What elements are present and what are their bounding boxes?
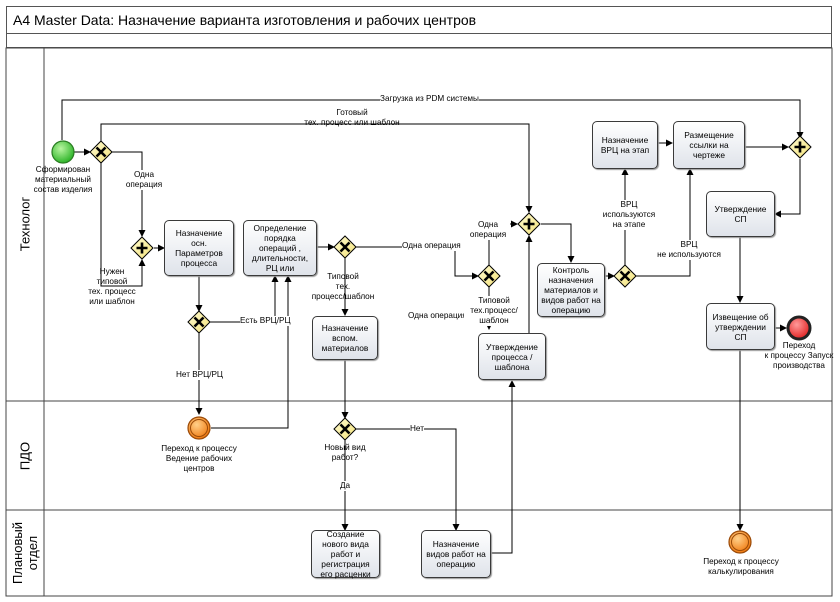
gateway-exclusive-5: [477, 264, 501, 288]
task-control-assign: Контроль назначения материалов и видов р…: [537, 263, 605, 317]
task-assign-wc-stage: Назначение ВРЦ на этап: [592, 121, 658, 169]
diagram-title: A4 Master Data: Назначение варианта изго…: [13, 12, 477, 28]
flow-gw1-one-op: [112, 151, 146, 237]
lane-label-plan: Плановый отдел: [10, 521, 40, 585]
flow-gw1-ready: [100, 123, 533, 213]
label-one-op-c: Одна операция: [466, 220, 510, 240]
label-new-work-type: Новый вид работ?: [324, 443, 366, 462]
label-wc-used: ВРЦ используются на этапе: [600, 200, 658, 230]
label-has-wc: Есть ВРЦ/РЦ: [240, 316, 291, 326]
gateway-exclusive-4: [333, 235, 357, 259]
label-costing: Переход к процессу калькулирования: [703, 557, 779, 576]
flow-pdo-back: [211, 275, 292, 429]
label-pdo-workcenters: Переход к процессу Ведение рабочих центр…: [161, 444, 237, 473]
lane-label-technolog: Технолог: [17, 196, 33, 252]
flow-gw1-typical: [100, 163, 146, 287]
end-event-launch: [786, 315, 812, 341]
label-one-op-a: Одна операция: [124, 170, 164, 190]
flow-assign-approve: [491, 380, 516, 554]
task-approve-process: Утверждение процесса / шаблона: [478, 333, 546, 380]
task-aux-materials: Назначение вспом. материалов: [312, 316, 378, 360]
gateway-parallel-merge: [517, 212, 541, 236]
pool: [5, 47, 833, 597]
task-main-params: Назначение осн. Параметров процесса: [164, 220, 234, 276]
task-operation-order: Определение порядка операций , длительно…: [243, 220, 317, 276]
flow-gw7-not-used: [636, 168, 694, 277]
gateways: [89, 135, 812, 441]
gateway-exclusive-1: [89, 140, 113, 164]
label-ready-process: Готовый тех. процесс или шаблон: [304, 108, 400, 127]
label-one-op-d: Одна операция: [408, 311, 467, 320]
label-pdm-load: Загрузка из PDM системы: [380, 94, 479, 104]
gateway-exclusive-6: [333, 417, 357, 441]
intermediate-event-pdo: [187, 416, 211, 440]
label-typical-c: Типовой тех.процесс/ шаблон: [464, 296, 524, 326]
gateway-exclusive-3: [187, 310, 211, 334]
flow-merge-approve-sp: [774, 159, 801, 218]
label-wc-not-used: ВРЦ не используются: [654, 240, 724, 260]
task-create-work-type: Создание нового вида работ и регистрация…: [311, 529, 380, 579]
label-start-event: Сформирован материальный состав изделия: [33, 165, 93, 194]
task-place-link: Размещение ссылки на чертеже: [673, 121, 745, 169]
task-approve-sp: Утверждение СП: [706, 191, 775, 237]
diagram-title-bar: A4 Master Data: Назначение варианта изго…: [6, 6, 832, 34]
label-end-launch: Переход к процессу Запуск производства: [764, 341, 834, 370]
label-typical-needed: Нужен типовой тех. процесс или шаблон: [88, 267, 136, 306]
flow-merge-control: [541, 223, 575, 263]
start-event: [51, 140, 75, 164]
label-no: Нет: [410, 424, 424, 434]
label-typical-b: Типовой тех. процесс/шаблон: [311, 272, 375, 301]
intermediate-event-costing: [728, 530, 752, 554]
gateway-parallel-2: [130, 236, 154, 260]
label-no-wc: Нет ВРЦ/РЦ: [176, 370, 223, 380]
task-notify-sp: Извещение об утверждении СП: [706, 303, 775, 350]
flow-gw6-no: [356, 428, 460, 531]
gateway-exclusive-7: [613, 264, 637, 288]
gateway-parallel-final: [788, 135, 812, 159]
lane-label-pdo: ПДО: [17, 441, 33, 471]
label-one-op-b: Одна операция: [402, 241, 461, 251]
task-assign-work-types: Назначение видов работ на операцию: [421, 530, 491, 578]
label-yes: Да: [340, 481, 351, 491]
